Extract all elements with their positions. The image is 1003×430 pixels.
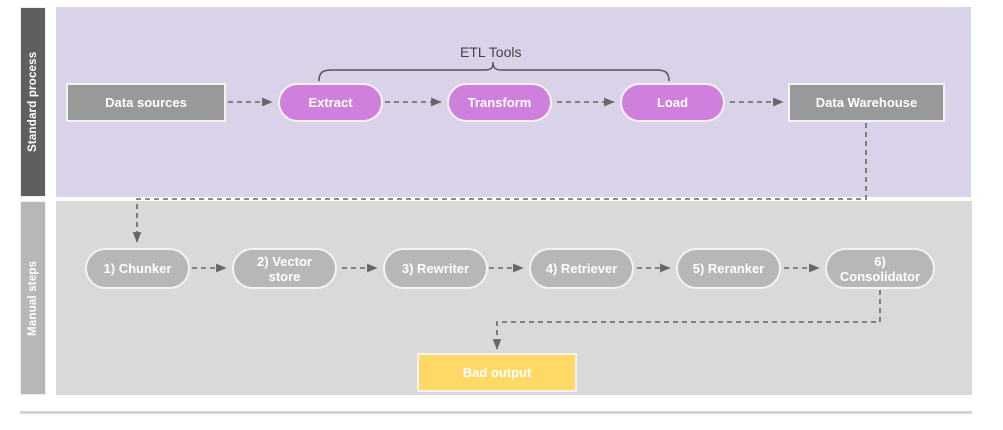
node-chunker[interactable]: 1) Chunker — [85, 248, 190, 289]
node-data-warehouse[interactable]: Data Warehouse — [788, 83, 945, 122]
node-consolidator[interactable]: 6) Consolidator — [825, 248, 935, 289]
bottom-divider-rule — [20, 411, 972, 414]
node-rewriter[interactable]: 3) Rewriter — [383, 248, 488, 289]
node-load[interactable]: Load — [620, 83, 725, 122]
lane-label-manual-steps: Manual steps — [20, 201, 46, 395]
node-extract[interactable]: Extract — [278, 83, 383, 122]
node-bad-output[interactable]: Bad output — [417, 353, 577, 392]
etl-tools-label: ETL Tools — [460, 44, 522, 60]
node-data-sources[interactable]: Data sources — [66, 83, 226, 122]
node-retriever[interactable]: 4) Retriever — [529, 248, 634, 289]
node-vector-store[interactable]: 2) Vector store — [232, 248, 337, 289]
node-transform[interactable]: Transform — [447, 83, 552, 122]
lane-label-standard-process: Standard process — [20, 7, 46, 197]
node-reranker[interactable]: 5) Reranker — [676, 248, 781, 289]
